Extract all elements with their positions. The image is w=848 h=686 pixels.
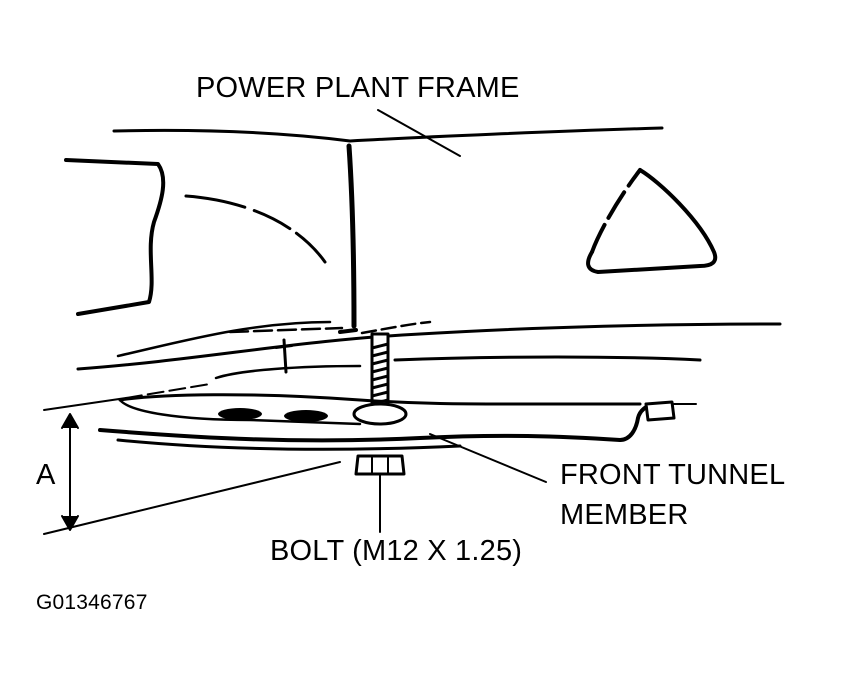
- stud-bolt: [352, 332, 408, 476]
- bolt-label: BOLT (M12 X 1.25): [270, 535, 523, 567]
- front-tunnel-member: [98, 364, 697, 451]
- dimension-a: [43, 383, 341, 535]
- front-tunnel-member-label-line1: FRONT TUNNEL: [560, 459, 786, 491]
- leader-lines: [377, 109, 547, 533]
- front-tunnel-member-label-line2: MEMBER: [560, 499, 689, 531]
- power-plant-frame: [64, 126, 782, 374]
- figure-id: G01346767: [36, 591, 148, 614]
- dimension-a-label: A: [36, 459, 56, 491]
- power-plant-frame-label: POWER PLANT FRAME: [196, 72, 520, 104]
